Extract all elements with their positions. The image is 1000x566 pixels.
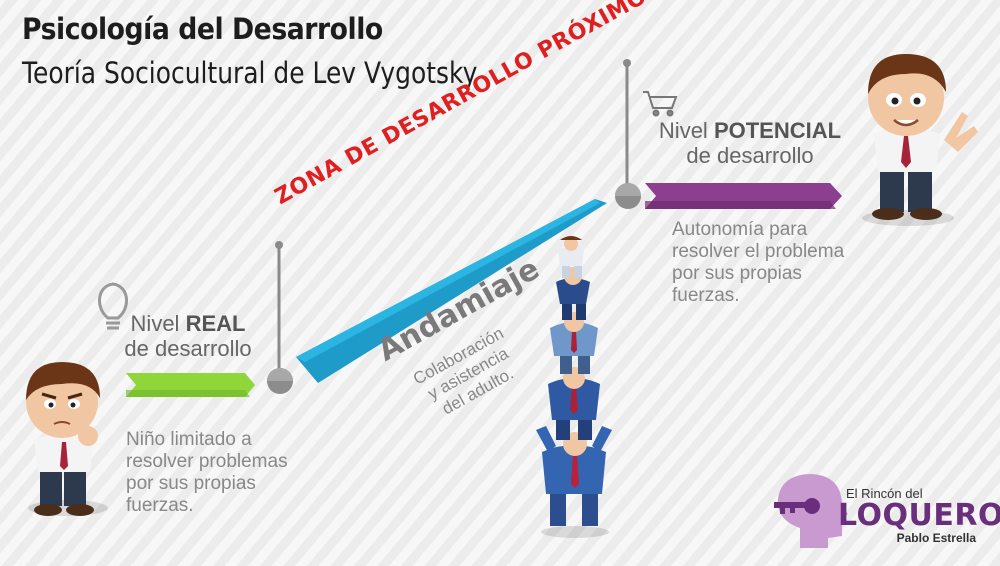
nivel-real-emphasis: REAL [185,311,246,336]
head-key-logo-icon [774,474,848,548]
nivel-potencial-emphasis: POTENCIAL [713,118,842,143]
nivel-potencial-line2: de desarrollo [686,143,814,168]
child-character [26,362,108,516]
nivel-real-prefix: Nivel [130,311,186,336]
nivel-potencial-description: Autonomía para resolver el problema por … [672,219,845,306]
adult-character [862,54,978,226]
nivel-potencial-label: Nivel POTENCIAL de desarrollo [650,118,850,168]
lightbulb-icon [98,282,128,330]
shopping-cart-icon [643,91,678,117]
nivel-real-label: Nivel REAL de desarrollo [118,311,258,361]
page-subtitle: Teoría Sociocultural de Lev Vygotsky [22,56,478,90]
page-title: Psicología del Desarrollo [22,12,383,46]
nivel-potencial-prefix: Nivel [658,118,714,143]
logo-author: Pablo Estrella [896,531,976,545]
logo-brand: LOQUERO [838,498,1000,533]
logo-line1: El Rincón del [846,486,923,501]
businessmen-tower [536,236,612,538]
logo-text: El Rincón del LOQUERO Pablo Estrella [838,486,1000,545]
nivel-real-line2: de desarrollo [124,336,252,361]
blue-diagonal-arrow [296,199,607,383]
nivel-real-description: Niño limitado a resolver problemas por s… [126,429,288,516]
